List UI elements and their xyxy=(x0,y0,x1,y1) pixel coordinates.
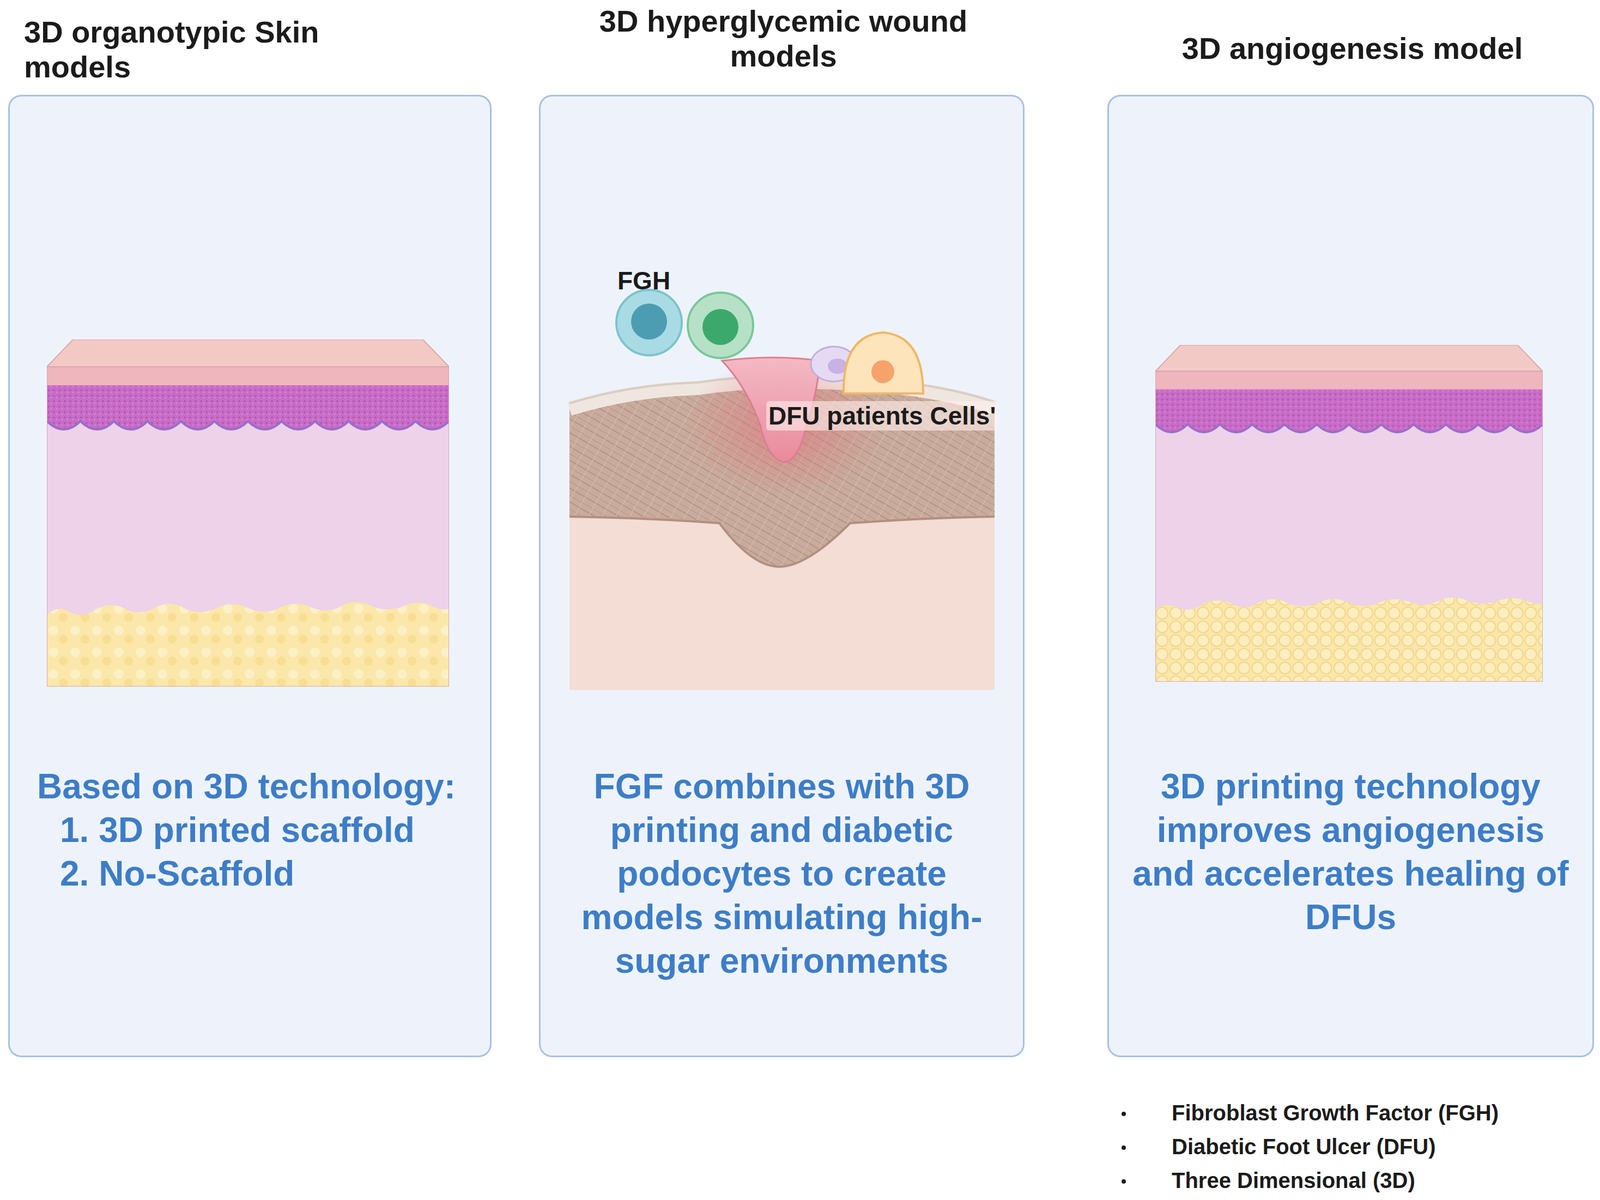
cell-label-text: DFU patients Cells' xyxy=(768,401,996,430)
panel-body: 2. No-Scaffold xyxy=(59,851,483,896)
panel-box: 3D organotypic Skin modelsBased on 3D te… xyxy=(8,94,492,1058)
cell-label: FGH xyxy=(617,265,671,296)
skin-block xyxy=(1155,344,1543,682)
skin-block xyxy=(46,339,450,687)
panel-heading: 3D hyperglycemic wound models xyxy=(556,3,1010,74)
abbreviation-note-text: Diabetic Foot Ulcer (DFU) xyxy=(1171,1134,1436,1159)
cell-label: DFU patients Cells' xyxy=(766,401,998,431)
panel-body: 1. 3D printed scaffold xyxy=(59,808,483,852)
abbreviation-note: Diabetic Foot Ulcer (DFU) xyxy=(1171,1134,1436,1160)
cell-label-text: FGH xyxy=(617,266,671,295)
panel-body-text: Based on 3D technology: xyxy=(37,766,456,806)
wound-illustration xyxy=(569,289,995,690)
panel-body: FGF combines with 3D printing and diabet… xyxy=(556,764,1007,983)
abbreviation-note: Three Dimensional (3D) xyxy=(1171,1168,1416,1193)
panel-heading-text: 3D hyperglycemic wound models xyxy=(599,3,968,74)
panel-box: 3D angiogenesis model3D printing technol… xyxy=(1107,94,1595,1058)
panel-box: 3D hyperglycemic wound modelsFGF combine… xyxy=(538,94,1025,1058)
bullet xyxy=(1121,1145,1126,1150)
abbreviation-note-text: Three Dimensional (3D) xyxy=(1171,1168,1416,1193)
panel-body-text: 1. 3D printed scaffold xyxy=(59,810,415,850)
panel-body-text: 2. No-Scaffold xyxy=(59,853,295,894)
panel-heading: 3D organotypic Skin models xyxy=(23,14,406,85)
bullet xyxy=(1121,1111,1126,1117)
panel-heading: 3D angiogenesis model xyxy=(1119,31,1585,66)
panel-body-text: 3D printing technology improves angiogen… xyxy=(1132,766,1569,937)
panel-heading-text: 3D angiogenesis model xyxy=(1182,31,1524,66)
panel-body: Based on 3D technology: xyxy=(37,764,483,809)
panel-body: 3D printing technology improves angiogen… xyxy=(1125,764,1577,939)
panel-body-text: FGF combines with 3D printing and diabet… xyxy=(580,766,983,981)
bullet xyxy=(1121,1179,1126,1184)
abbreviation-note-text: Fibroblast Growth Factor (FGH) xyxy=(1171,1100,1499,1125)
abbreviation-note: Fibroblast Growth Factor (FGH) xyxy=(1171,1100,1499,1126)
panel-heading-text: 3D organotypic Skin models xyxy=(23,14,319,84)
